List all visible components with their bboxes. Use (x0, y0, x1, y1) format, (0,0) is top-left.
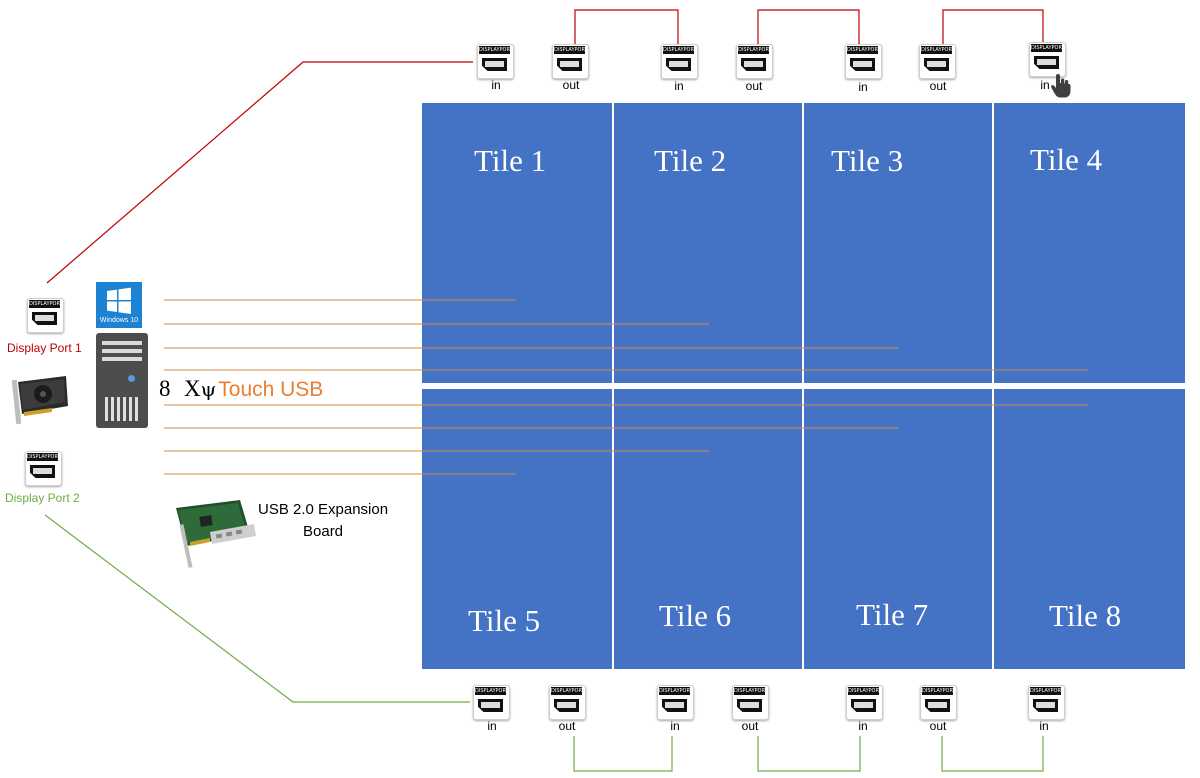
top-chain-link-3 (942, 9, 1044, 44)
tile-1-label: Tile 1 (474, 143, 547, 178)
touch-usb-text: Touch USB (218, 378, 324, 401)
displayport-connector-icon: DISPLAYPORT (846, 685, 883, 720)
displayport-connector-icon: DISPLAYPORT (552, 44, 589, 79)
tile-3-out-label: out (929, 79, 947, 93)
displayport-connector-icon: DISPLAYPORT (919, 44, 956, 79)
bottom-chain-link-3 (941, 736, 1044, 772)
tile-5-in-label: in (487, 719, 497, 733)
tile-5-label: Tile 5 (468, 603, 541, 638)
dp1-cable (46, 61, 473, 284)
tile-2: Tile 2 (614, 103, 802, 383)
displayport-connector-icon: DISPLAYPORT (27, 298, 64, 333)
tile-2-out-label: out (745, 79, 763, 93)
top-chain-link-2 (757, 9, 860, 44)
usb-board-label-line1: USB 2.0 Expansion (258, 501, 389, 518)
displayport-connector-icon: DISPLAYPORT (657, 685, 694, 720)
tile-1-in-label: in (491, 78, 501, 92)
tile-7-label: Tile 7 (856, 597, 929, 632)
windows-logo-icon: Windows 10 (96, 282, 142, 328)
displayport-connector-icon: DISPLAYPORT (920, 685, 957, 720)
tile-8-in-label: in (1039, 719, 1049, 733)
windows-badge-label: Windows 10 (99, 317, 139, 324)
tile-1-out-label: out (562, 78, 580, 92)
tile-5-out-label: out (558, 719, 576, 733)
tile-6-in-label: in (670, 719, 680, 733)
display-port-2-label: Display Port 2 (5, 491, 80, 505)
tile-7: Tile 7 (804, 389, 992, 669)
tile-1: Tile 1 (422, 103, 612, 383)
usb-expansion-board-icon (176, 500, 256, 568)
displayport-connector-icon: DISPLAYPORT (25, 451, 62, 486)
tile-4-label: Tile 4 (1030, 142, 1103, 177)
tile-5: Tile 5 (422, 389, 612, 669)
tile-2-label: Tile 2 (654, 143, 727, 178)
tile-6-out-label: out (741, 719, 759, 733)
tile-6-label: Tile 6 (659, 598, 732, 633)
usb-board-label-line2: Board (303, 523, 344, 540)
displayport-connector-icon: DISPLAYPORT (845, 44, 882, 79)
tile-3: Tile 3 (804, 103, 992, 383)
bottom-chain-link-2 (757, 736, 861, 772)
top-chain-link-1 (574, 9, 679, 44)
display-port-1-label: Display Port 1 (7, 341, 82, 355)
tile-8-label: Tile 8 (1049, 598, 1122, 633)
displayport-connector-icon: DISPLAYPORT (732, 685, 769, 720)
tile-8: Tile 8 (994, 389, 1185, 669)
displayport-connector-icon: DISPLAYPORT (1029, 42, 1066, 77)
tile-6: Tile 6 (614, 389, 802, 669)
displayport-connector-icon: DISPLAYPORT (473, 685, 510, 720)
hand-cursor-icon (1051, 74, 1071, 98)
graphics-card-icon (12, 376, 68, 425)
dp2-cable (44, 514, 470, 703)
touch-usb-count: 8 (159, 376, 171, 401)
tile-3-in-label: in (858, 80, 868, 94)
displayport-connector-icon: DISPLAYPORT (1028, 685, 1065, 720)
touch-usb-x: X (183, 376, 201, 401)
tile-3-label: Tile 3 (831, 143, 904, 178)
tile-4: Tile 4 (994, 103, 1185, 383)
displayport-connector-icon: DISPLAYPORT (477, 44, 514, 79)
tile-4-in-label: in (1040, 78, 1050, 92)
tile-2-in-label: in (674, 79, 684, 93)
displayport-connector-icon: DISPLAYPORT (549, 685, 586, 720)
bottom-chain-link-1 (573, 736, 673, 772)
tile-7-in-label: in (858, 719, 868, 733)
displayport-connector-icon: DISPLAYPORT (736, 44, 773, 79)
displayport-connector-icon: DISPLAYPORT (661, 44, 698, 79)
pc-tower-icon (96, 333, 148, 428)
usb-symbol-icon: ψ (200, 377, 217, 401)
tile-7-out-label: out (929, 719, 947, 733)
touch-usb-label: 8 XψTouch USB (159, 376, 323, 402)
